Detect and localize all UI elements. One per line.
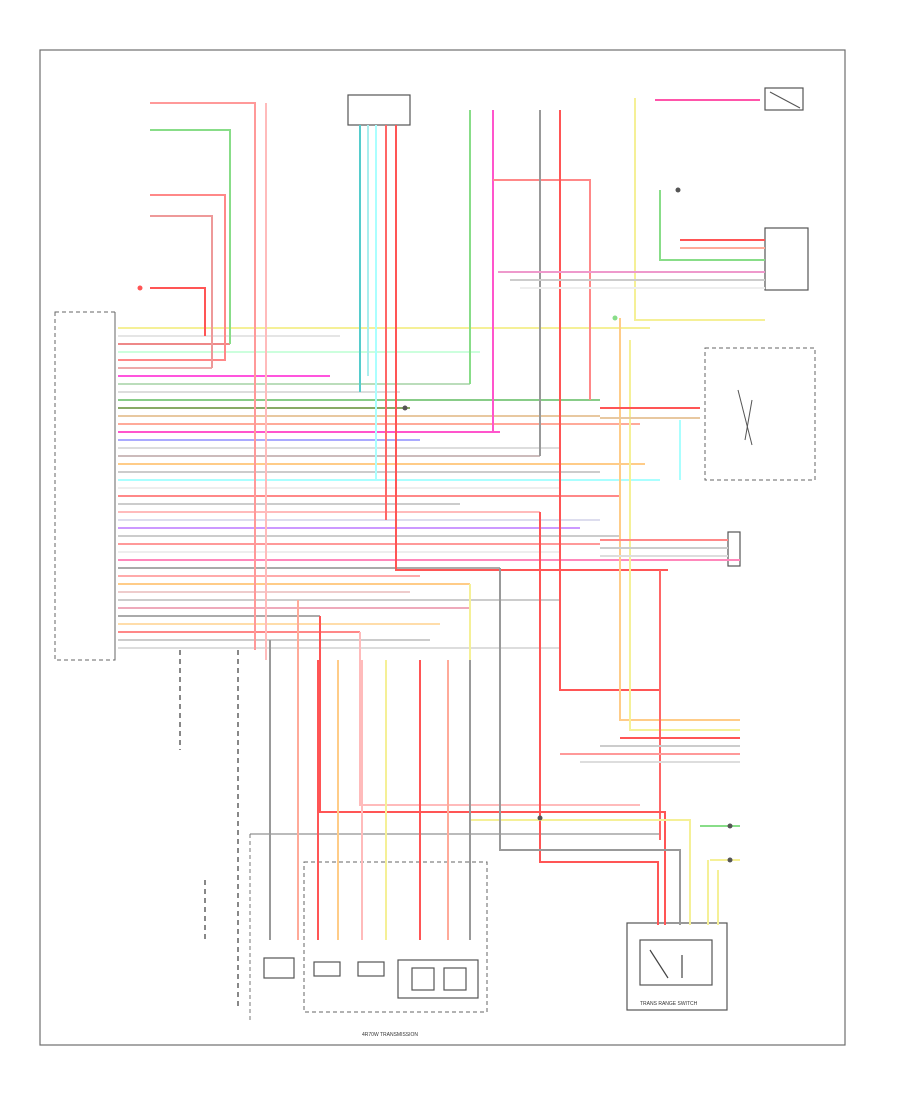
ground-symbols: [137, 187, 733, 863]
trans-range-switch-box: TRANS RANGE SWITCH: [626, 922, 728, 1011]
transmission-label: 4R70W TRANSMISSION: [362, 1032, 418, 1038]
diagram-frame: [39, 49, 846, 1046]
routed-wires: [150, 98, 765, 1010]
transmission-area: 4R70W TRANSMISSION: [249, 833, 660, 1038]
right-top-switch: [764, 87, 804, 111]
pcm-connector: [54, 311, 116, 661]
trans-range-switch-label: TRANS RANGE SWITCH: [640, 1001, 698, 1007]
tcs-connector: [764, 227, 809, 291]
dtr-sensor: [704, 347, 816, 481]
pcm-wires: [118, 327, 740, 649]
top-center-module: [347, 94, 411, 126]
